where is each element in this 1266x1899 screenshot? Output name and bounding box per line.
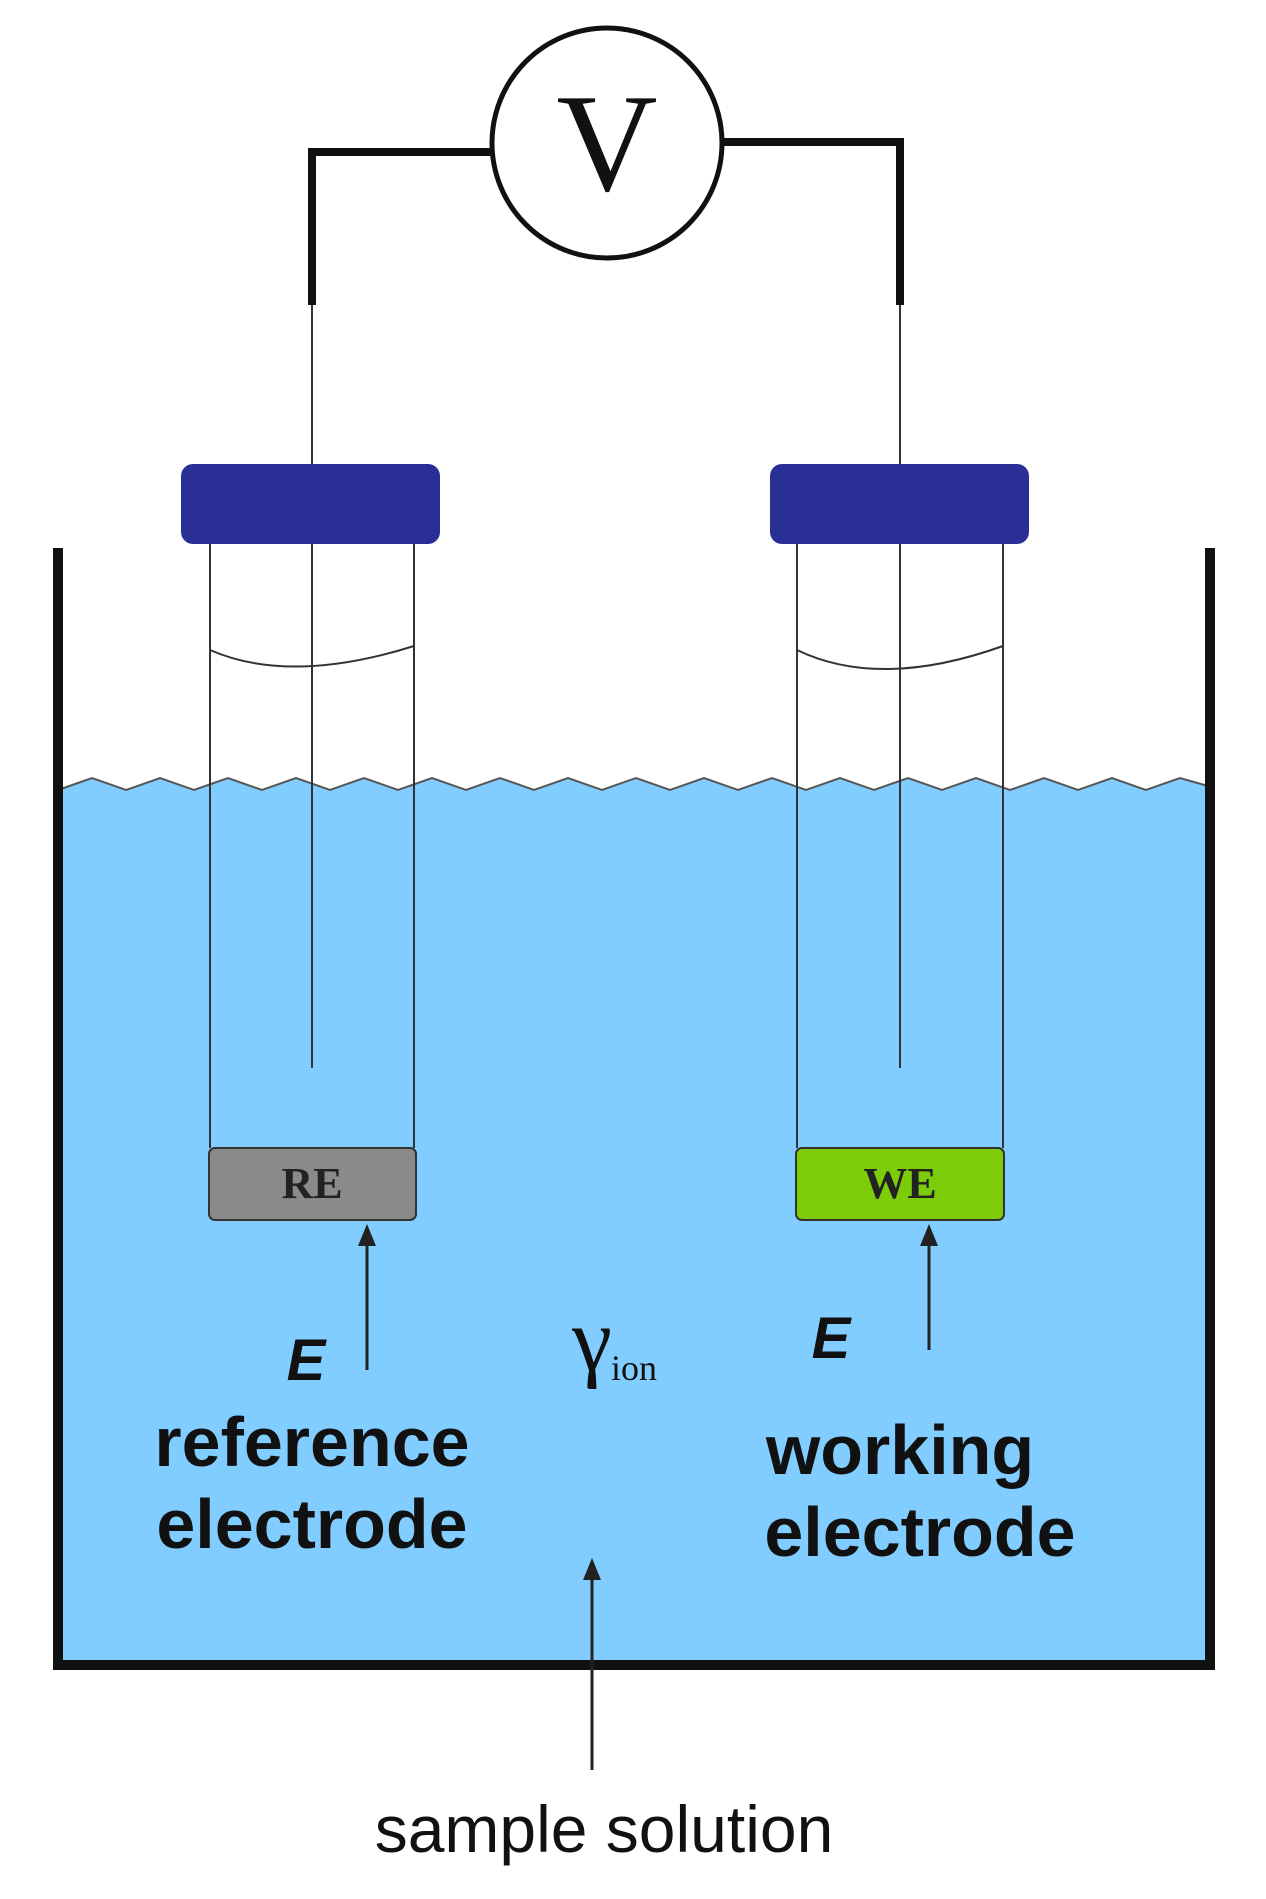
reference-potential-arrowhead (358, 1224, 376, 1246)
reference-electrode-tag-label: RE (281, 1159, 342, 1208)
reference-electrode-cap (181, 464, 440, 544)
voltmeter: V (489, 25, 725, 261)
activity-symbol: γ (571, 1291, 612, 1390)
liquid-surface-line (57, 776, 1209, 792)
beaker (53, 548, 1215, 1670)
reference-potential-symbol: E (287, 1328, 328, 1393)
reference-inner-meniscus (209, 645, 415, 668)
working-label-line2: electrode (764, 1493, 1075, 1571)
reference-label-line2: electrode (156, 1485, 467, 1563)
working-label-line1: working (765, 1411, 1034, 1489)
sample-solution-liquid (58, 778, 1208, 1660)
voltmeter-symbol: V (556, 66, 657, 221)
ion-activity-coefficient: γ ion (571, 1291, 657, 1390)
working-inner-meniscus (796, 645, 1004, 671)
reference-label-line1: reference (154, 1403, 469, 1481)
working-electrode-cap (770, 464, 1029, 544)
sample-solution-label: sample solution (375, 1792, 834, 1866)
working-potential-arrowhead (920, 1224, 938, 1246)
wire-left (308, 148, 492, 305)
voltmeter-circle (489, 25, 725, 261)
working-electrode-tag-label: WE (863, 1159, 936, 1208)
activity-subscript: ion (611, 1348, 657, 1388)
working-potential-symbol: E (812, 1306, 853, 1371)
sample-solution-arrowhead (583, 1558, 601, 1580)
working-electrode-tag (795, 1147, 1005, 1221)
working-electrode: WE E working electrode (764, 305, 1076, 1571)
reference-electrode: RE E reference electrode (154, 305, 470, 1563)
reference-electrode-tag (208, 1147, 417, 1221)
wire-right (722, 138, 904, 305)
